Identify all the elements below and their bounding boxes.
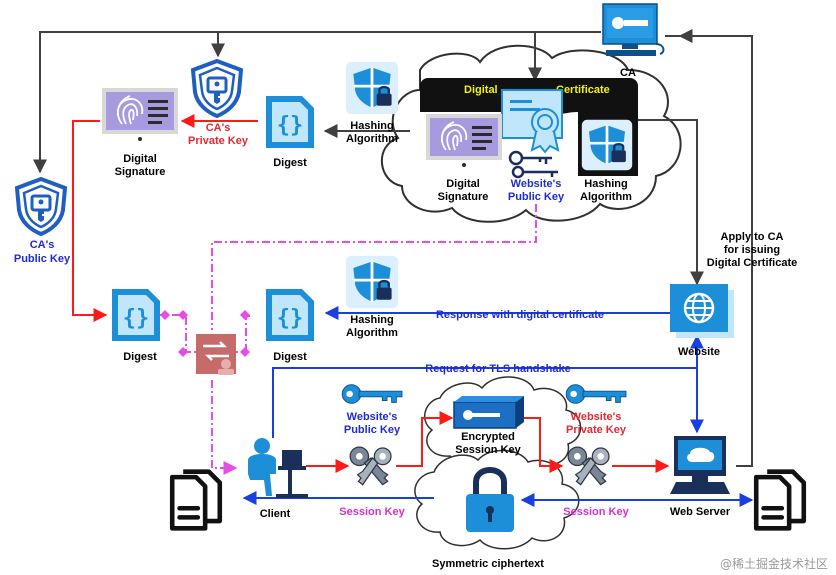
digital-signature-label-1: Digital — [123, 153, 157, 165]
hashing-top-icon — [344, 60, 400, 116]
cert-hashing-label-2: Algorithm — [580, 191, 632, 203]
hashing-mid-label-1: Hashing — [350, 314, 393, 326]
cert-hashing-icon — [580, 118, 634, 172]
watermark-text: @稀土掘金技术社区 — [720, 556, 828, 571]
client-user-icon — [248, 438, 308, 498]
cert-fingerprint-monitor-icon — [425, 113, 503, 168]
server-documents-icon — [756, 472, 804, 529]
client-public-key-icon — [341, 384, 403, 404]
ca-computer-key-icon — [602, 3, 665, 56]
fingerprint-monitor-icon — [101, 87, 179, 142]
compare-user-icon — [196, 334, 236, 375]
ca-public-key-label-2: Public Key — [14, 253, 71, 265]
server-private-key-icon — [565, 384, 627, 404]
encrypted-session-key-label-1: Encrypted — [461, 431, 515, 443]
hashing-top-label-1: Hashing — [350, 120, 393, 132]
digest-top-icon — [266, 96, 314, 148]
ca-private-key-icon — [193, 61, 241, 116]
ca-distribution-lines — [33, 29, 753, 467]
cert-signature-label-2: Signature — [438, 191, 489, 203]
cert-public-key-label-2: Public Key — [508, 191, 565, 203]
ca-private-key-label-2: Private Key — [188, 135, 249, 147]
certificate-header-left: Digital — [464, 84, 498, 96]
digital-signature-label-2: Signature — [115, 166, 166, 178]
encrypted-session-key-icon — [453, 396, 524, 429]
digest-left-icon — [112, 289, 160, 341]
server-private-key-label-2: Private Key — [566, 424, 627, 436]
red-lines — [72, 114, 670, 473]
request-label: Request for TLS handshake — [425, 363, 570, 375]
web-server-icon — [670, 436, 730, 494]
hashing-mid-label-2: Algorithm — [346, 327, 398, 339]
website-globe-icon — [670, 284, 734, 338]
digest-mid-label: Digest — [273, 351, 307, 363]
apply-to-ca-label-1: Apply to CA — [721, 231, 784, 243]
padlock-icon — [466, 467, 514, 532]
server-private-key-label-1: Website's — [571, 411, 622, 423]
digest-mid-icon — [266, 289, 314, 341]
ca-public-key-icon — [17, 179, 65, 234]
client-label: Client — [260, 508, 291, 520]
cert-public-key-label-1: Website's — [511, 178, 562, 190]
hashing-top-label-2: Algorithm — [346, 133, 398, 145]
session-key-right-label: Session Key — [563, 506, 629, 518]
client-public-key-label-2: Public Key — [344, 424, 401, 436]
blue-lines — [242, 306, 754, 507]
digest-top-label: Digest — [273, 157, 307, 169]
server-keys-icon — [567, 446, 610, 486]
ca-label: CA — [620, 67, 636, 79]
magenta-diamonds — [160, 310, 250, 357]
client-documents-icon — [172, 472, 220, 529]
cert-keys-icon — [508, 150, 558, 179]
apply-to-ca-label-2: for issuing — [724, 244, 780, 256]
website-label: Website — [678, 346, 720, 358]
encrypted-session-key-label-2: Session Key — [455, 444, 521, 456]
ca-private-key-label-1: CA's — [206, 122, 231, 134]
certificate-header-right: Certificate — [556, 84, 610, 96]
client-public-key-label-1: Website's — [347, 411, 398, 423]
cert-hashing-label-1: Hashing — [584, 178, 627, 190]
apply-to-ca-label-3: Digital Certificate — [707, 257, 797, 269]
response-label: Response with digital certificate — [436, 309, 604, 321]
hashing-mid-icon — [344, 254, 400, 310]
session-key-left-label: Session Key — [339, 506, 405, 518]
symmetric-ciphertext-label: Symmetric ciphertext — [432, 558, 544, 570]
ca-public-key-label-1: CA's — [30, 239, 55, 251]
web-server-label: Web Server — [670, 506, 731, 518]
cert-signature-label-1: Digital — [446, 178, 480, 190]
digest-left-label: Digest — [123, 351, 157, 363]
certificate-icon — [501, 89, 563, 154]
client-keys-icon — [349, 446, 392, 486]
